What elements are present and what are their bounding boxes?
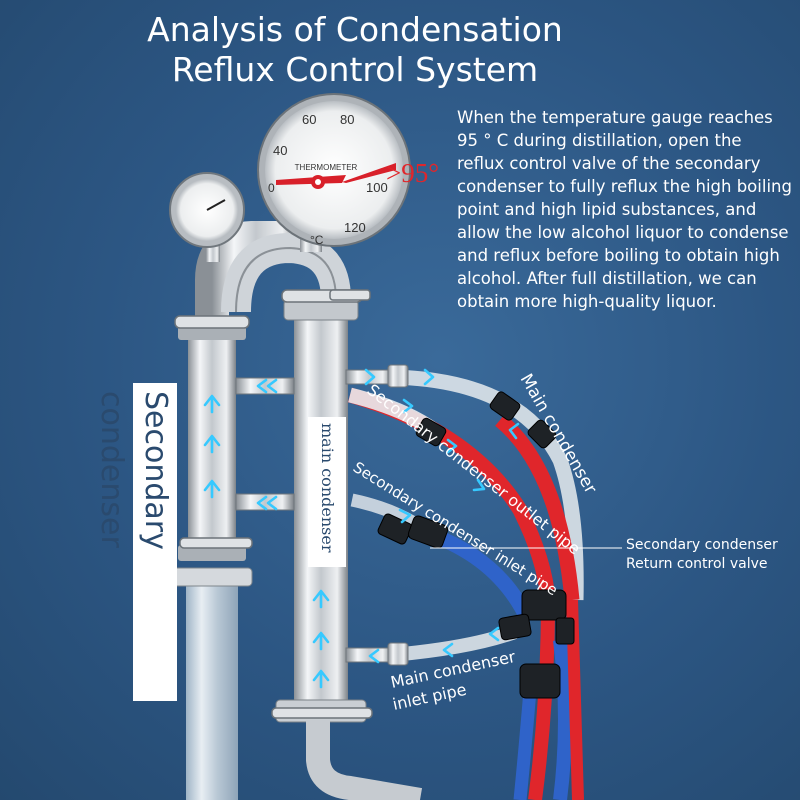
gauge-tick-60: 60 — [302, 112, 316, 127]
gauge-tick-80: 80 — [340, 112, 354, 127]
gauge-tick-40: 40 — [273, 143, 287, 158]
secondary-inlet-blue-tube — [429, 527, 535, 624]
gauge-needle — [276, 163, 396, 189]
secondary-condenser-body — [188, 320, 236, 545]
gauge-tick-120: 120 — [344, 220, 366, 235]
callout-line1: Secondary condenser — [626, 537, 778, 553]
side-ports — [235, 369, 393, 663]
description-text: When the temperature gauge reaches 95 ° … — [457, 108, 792, 311]
page-title-line1: Analysis of Condensation — [147, 10, 563, 49]
large-thermometer — [257, 93, 411, 252]
bottom-outlet-pipe — [306, 720, 423, 800]
gauge-unit: °C — [310, 233, 324, 247]
page-title-line2: Reflux Control System — [171, 50, 539, 89]
callout-line2: Return control valve — [626, 556, 768, 572]
secondary-bend-pipe — [195, 221, 300, 330]
return-control-valve-callout: Secondary condenser Return control valve — [626, 536, 778, 574]
gauge-tick-100: 100 — [366, 180, 388, 195]
clamps — [174, 289, 373, 719]
gauge-reading-marker: >95° — [386, 158, 439, 188]
gauge-tick-0: 0 — [268, 181, 275, 195]
flow-arrows — [203, 368, 520, 689]
small-thermometer — [169, 172, 245, 262]
secondary-glass-section — [186, 585, 238, 800]
secondary-condenser-label: Secondary condenser — [94, 383, 177, 701]
main-condenser-label: main condenser — [308, 417, 346, 567]
main-condenser-red-tube — [391, 369, 584, 601]
gauge-label: THERMOMETER — [295, 163, 358, 172]
